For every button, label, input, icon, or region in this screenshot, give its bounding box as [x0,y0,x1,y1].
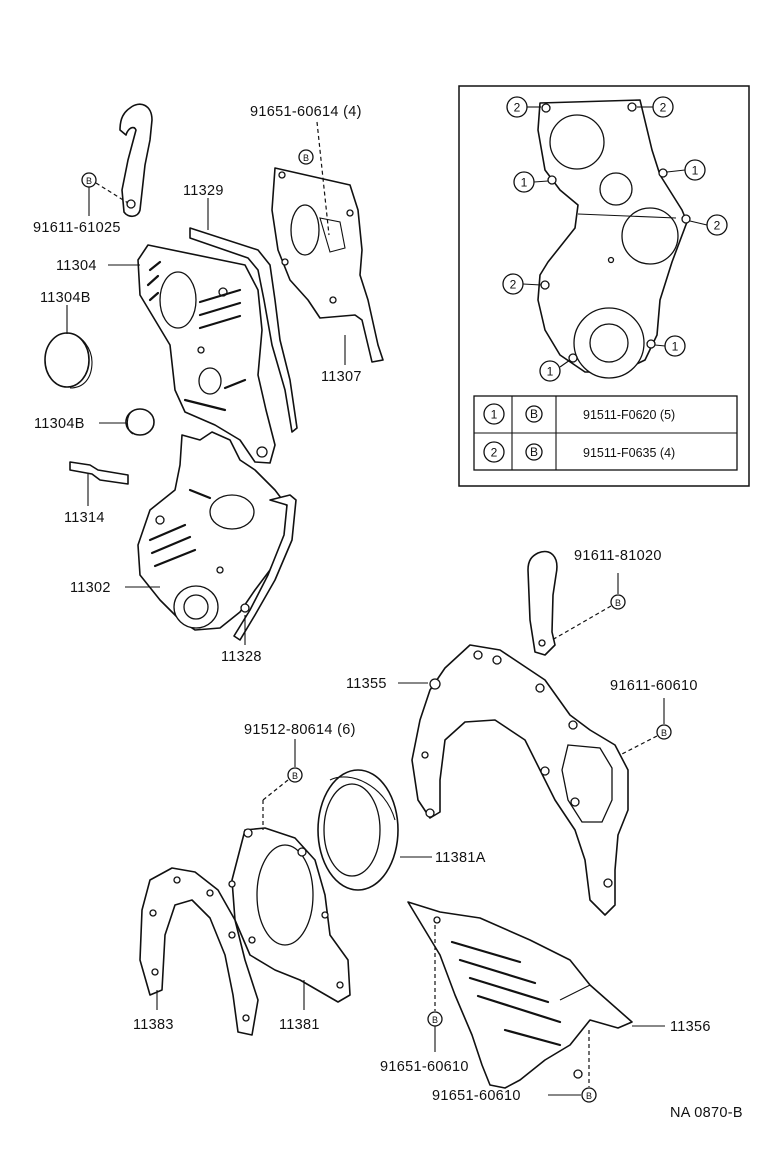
plug-11304b-small-part [125,408,155,436]
bracket-81020-part [527,550,558,656]
part-label: 11356 [670,1019,711,1035]
part-label: 91651-60610 [432,1088,521,1104]
diagram-reference-code: NA 0870-B [670,1105,743,1121]
bolt-symbol: B [292,771,298,781]
part-label: 91611-81020 [574,548,662,564]
part-label: 11381A [435,850,486,866]
inset-callout-number: 1 [547,365,554,379]
inset-callout-number: 2 [660,101,667,115]
bolt-marker: B [298,149,314,165]
inset-callout-number: 2 [714,219,721,233]
part-label: 91611-60610 [610,678,698,694]
part-label: 91651-60614 (4) [250,104,362,120]
gasket-11328-part [233,494,297,641]
part-label: 11328 [221,649,262,665]
lower-timing-cover-part [137,431,291,631]
inset-callout-1: 1 [539,360,561,382]
bolt-marker: B [610,594,626,610]
inset-callout-1: 1 [684,159,706,181]
retainer-11381-part [228,827,351,1003]
table-cell-part-number: 91511-F0620 (5) [583,408,675,422]
bolt-symbol: B [86,176,92,186]
part-label: 91651-60610 [380,1059,469,1075]
inset-callout-1: 1 [513,171,535,193]
part-label: 11314 [64,510,105,526]
inset-callout-2: 2 [506,96,528,118]
bolt-marker: B [287,767,303,783]
table-cell-part-number: 91511-F0635 (4) [583,446,675,460]
table-cell-bolt-symbol: B [530,445,538,459]
bolt-symbol: B [586,1091,592,1101]
inset-panel: 2 2 1 1 2 2 1 [458,85,750,487]
bolt-marker: B [581,1087,597,1103]
dust-cover-11356-part [407,901,633,1089]
cover-plate-11307-part [271,167,384,363]
part-label: 11302 [70,580,111,596]
inset-callout-2: 2 [706,214,728,236]
inset-callout-number: 1 [672,340,679,354]
bracket-hook-part [119,103,153,218]
part-label: 91512-80614 (6) [244,722,356,738]
inset-callout-number: 1 [692,164,699,178]
upper-timing-cover-part [137,244,276,464]
part-label: 11329 [183,183,224,199]
plug-11304b-large-part [44,332,93,389]
gasket-11329-part [189,227,298,433]
part-label: 11383 [133,1017,174,1033]
inset-callout-number: 1 [521,176,528,190]
inset-callout-number: 2 [514,101,521,115]
guide-11314-part [69,461,129,485]
part-label: 11381 [279,1017,320,1033]
table-row: 1 B 91511-F0620 (5) [483,403,675,425]
bolt-symbol: B [303,153,309,163]
inset-callout-2: 2 [502,273,524,295]
table-cell-number: 1 [491,408,498,422]
part-label: 11355 [346,676,387,692]
part-label: 11304B [34,416,85,432]
bolt-symbol: B [432,1015,438,1025]
part-label: 11304B [40,290,91,306]
inset-bolt-table: 1 B 91511-F0620 (5) 2 B 91511-F0635 (4) [473,395,738,471]
table-cell-bolt-symbol: B [530,407,538,421]
gasket-11383-part [139,867,259,1036]
inset-callout-1: 1 [664,335,686,357]
bolt-marker: B [81,172,97,188]
table-row: 2 B 91511-F0635 (4) [483,441,675,463]
bolt-marker: B [656,724,672,740]
bolt-marker: B [427,1011,443,1027]
part-label: 91611-61025 [33,220,121,236]
part-label: 11307 [321,369,362,385]
bolt-symbol: B [615,598,621,608]
table-cell-number: 2 [491,446,498,460]
back-plate-11355-part [411,644,629,916]
bolt-symbol: B [661,728,667,738]
inset-callout-2: 2 [652,96,674,118]
inset-callout-number: 2 [510,278,517,292]
oil-seal-11381a-part [317,769,399,891]
part-label: 11304 [56,258,97,274]
